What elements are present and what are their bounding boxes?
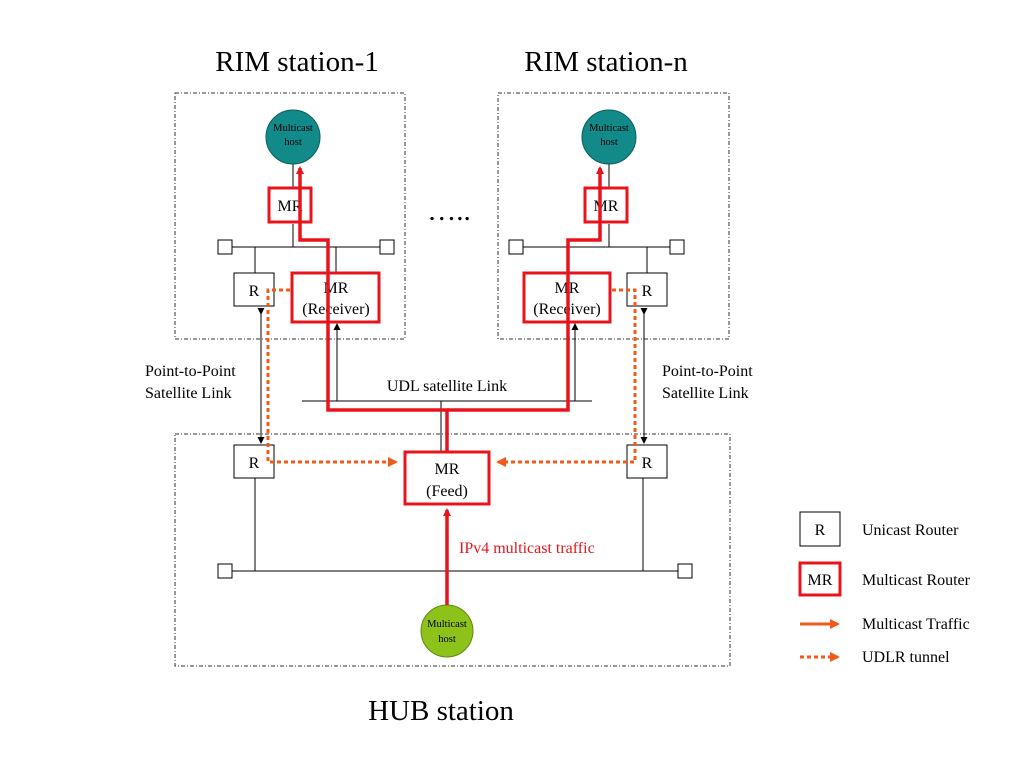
rim-station-1-title: RIM station-1 [215, 46, 379, 78]
rimn-mr-box [583, 186, 629, 224]
legend: R Unicast Router MR Multicast Router Mul… [798, 511, 971, 666]
rim1-mr-box [267, 186, 313, 224]
hub-multicast-host-icon [420, 604, 474, 658]
p2p-left-label-1: Point-to-Point [145, 363, 236, 380]
rimn-mr-label: MR [594, 198, 619, 215]
rim1-host-label-2: host [284, 137, 302, 148]
rim1-mr-receiver-label-2: (Receiver) [302, 301, 370, 318]
multicast-traffic-paths [296, 166, 604, 605]
legend-unicast-router-label: Unicast Router [862, 522, 959, 539]
rim-station-n: Multicast host MR MR (Receiver) R [508, 109, 685, 324]
hub-mr-feed-label-2: (Feed) [426, 483, 468, 500]
rim1-mr-receiver-box [290, 271, 381, 324]
rim-station-1-boundary [174, 92, 406, 340]
p2p-left-label-2: Satellite Link [145, 385, 232, 402]
rim1-router-label: R [249, 283, 260, 300]
udl-link-label: UDL satellite Link [387, 378, 507, 395]
legend-multicast-router-label: Multicast Router [862, 572, 971, 589]
rimn-multicast-host-icon [581, 109, 637, 165]
legend-multicast-router-symbol [798, 561, 842, 597]
hub-station-boundary [174, 433, 731, 667]
rim-station-n-boundary [497, 92, 730, 340]
hub-host-label-2: host [438, 634, 456, 645]
rim1-mr-receiver-label-1: MR [324, 280, 349, 297]
rimn-router-label: R [642, 283, 653, 300]
ipv4-traffic-label: IPv4 multicast traffic [459, 540, 595, 557]
rimn-host-label-1: Multicast [589, 123, 629, 134]
p2p-right-label-2: Satellite Link [662, 385, 749, 402]
legend-mr-symbol-label: MR [808, 572, 833, 589]
p2p-right-label-1: Point-to-Point [662, 363, 753, 380]
rim-station-1: Multicast host MR R MR (Receiver) [217, 109, 395, 324]
legend-unicast-router-symbol [799, 511, 841, 547]
rim1-host-label-1: Multicast [273, 123, 313, 134]
hub-mr-feed-label-1: MR [435, 461, 460, 478]
hub-station-title: HUB station [368, 695, 514, 727]
rim1-multicast-host-icon [265, 109, 321, 165]
udlr-tunnel-paths [266, 288, 637, 467]
hub-router-right-label: R [642, 455, 653, 472]
legend-udlr-tunnel-label: UDLR tunnel [862, 649, 950, 666]
udl-satellite-link: UDL satellite Link [302, 323, 592, 452]
rimn-host-label-2: host [600, 137, 618, 148]
legend-multicast-traffic-label: Multicast Traffic [862, 616, 970, 633]
legend-r-symbol-label: R [815, 522, 826, 539]
ellipsis: ….. [427, 195, 471, 227]
rim1-mr-label: MR [278, 198, 303, 215]
rim-station-n-title: RIM station-n [524, 46, 688, 78]
hub-host-label-1: Multicast [427, 619, 467, 630]
hub-router-left-label: R [249, 455, 260, 472]
point-to-point-links: Point-to-Point Satellite Link Point-to-P… [145, 308, 753, 444]
hub-station: R R MR (Feed) Multicast host IPv4 multic… [217, 444, 693, 658]
